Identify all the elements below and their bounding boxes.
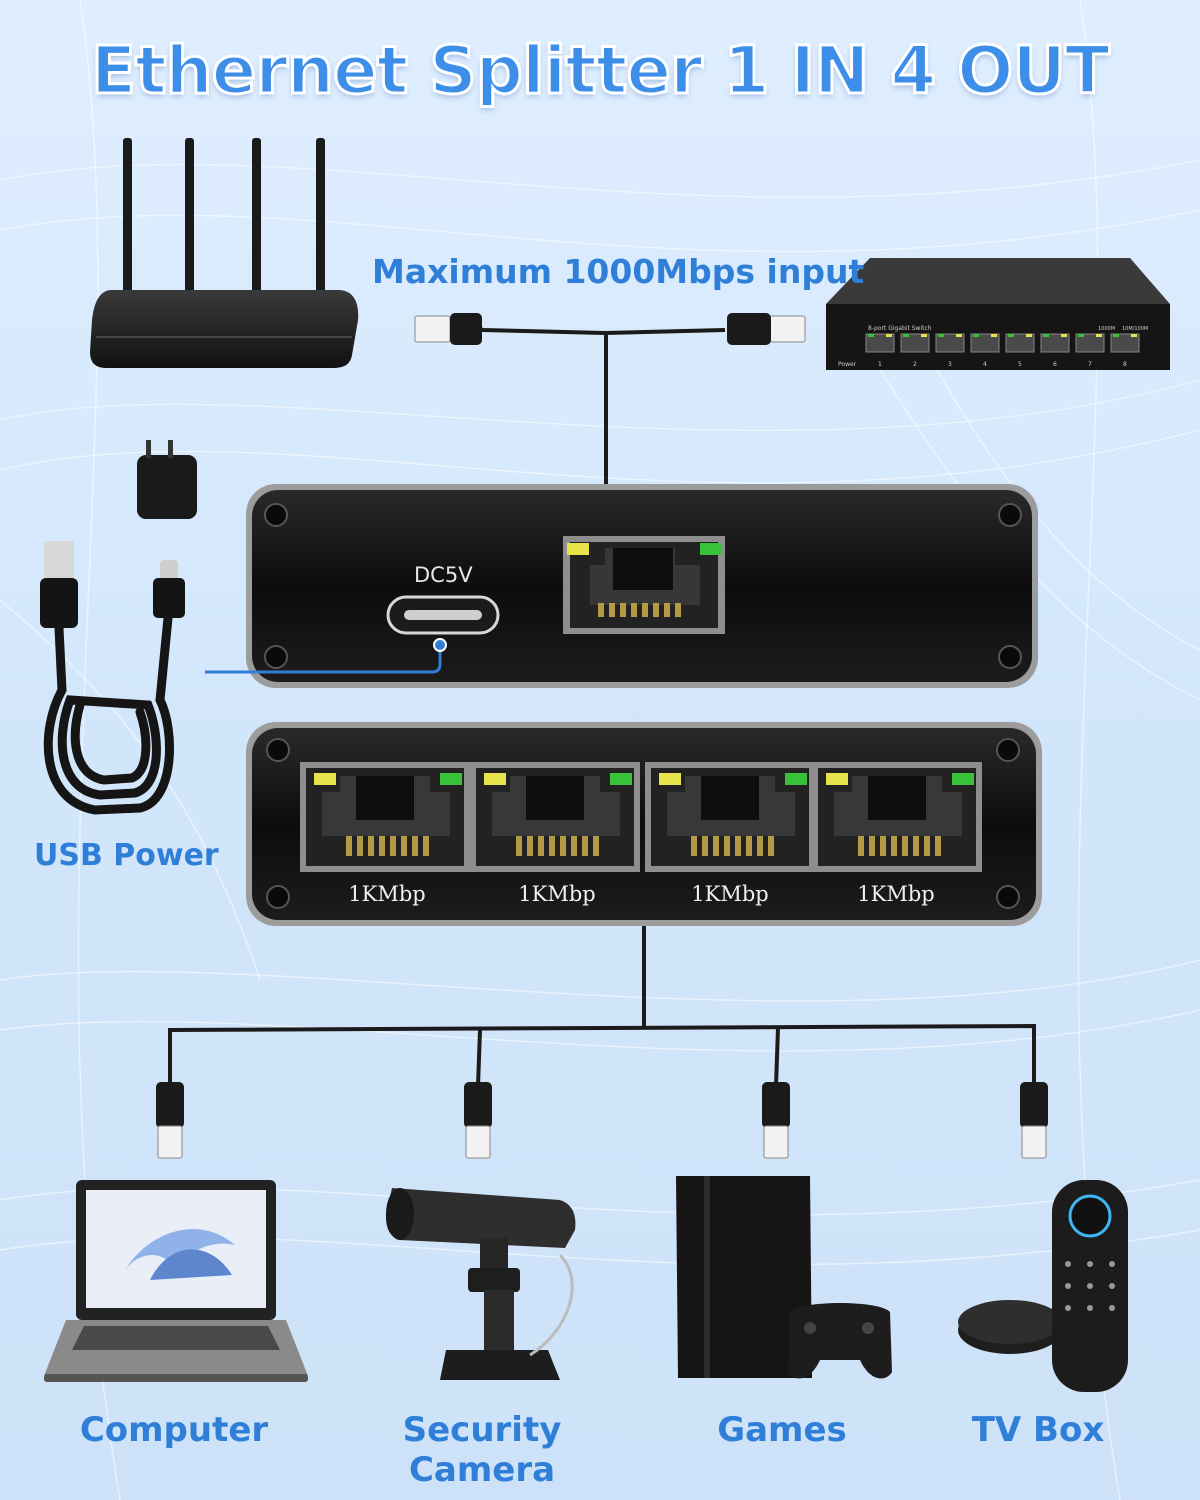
screw-icon [266,738,1020,909]
rj45-plug-icon [1020,1082,1048,1159]
page-title: Ethernet Splitter 1 IN 4 OUT [90,31,1112,111]
rj45-plug-right-icon [727,313,806,345]
switch-port-3: 3 [935,333,965,368]
input-speed-label: Maximum 1000Mbps input [372,252,865,291]
switch-port-number: 6 [1053,361,1057,368]
output-ethernet-port-2 [470,762,640,872]
switch-speed-100: 10M/100M [1122,326,1148,332]
rj45-plug-icon [464,1082,492,1159]
device-label-computer: Computer [79,1410,269,1450]
usb-c-port [386,595,500,635]
input-cable [478,326,726,484]
switch-header-text: 8-port Gigabit Switch [868,325,932,332]
switch-port-number: 3 [948,361,952,368]
switch-power-text: Power [838,361,857,368]
port-speed-label-4: 1KMbp [857,882,935,906]
security-camera-icon [385,1188,576,1380]
output-cables [168,926,1036,1087]
usb-power-label: USB Power [34,838,219,873]
switch-port-5: 5 [1005,333,1035,368]
output-ethernet-port-3 [645,762,815,872]
output-ethernet-port-4 [812,762,982,872]
switch-port-number: 7 [1088,361,1092,368]
switch-port-6: 6 [1040,333,1070,368]
switch-port-number: 1 [878,361,882,368]
device-label-games: Games [717,1410,847,1450]
switch-speed-1000: 1000M [1098,326,1115,332]
usb-cable-icon [40,541,185,815]
network-switch-icon: 8-port Gigabit Switch 1000M 10M/100M Pow… [826,258,1170,370]
rj45-plug-icon [762,1082,790,1159]
switch-port-4: 4 [970,333,1000,368]
router-icon [90,138,359,368]
switch-port-number: 8 [1123,361,1127,368]
switch-port-2: 2 [900,333,930,368]
laptop-icon [44,1180,308,1382]
output-ethernet-port-1 [300,762,470,872]
switch-port-8: 8 [1110,333,1140,368]
switch-port-1: 1 [865,333,895,368]
dc-voltage-label: DC5V [414,563,473,587]
power-adapter-icon [137,440,197,519]
splitter-input-panel [246,484,1038,688]
switch-port-number: 2 [913,361,917,368]
power-connector-line [205,638,447,674]
port-speed-label-2: 1KMbp [518,882,596,906]
switch-port-number: 4 [983,361,987,368]
screw-icon [264,503,1022,669]
game-console-icon [676,1176,892,1379]
tv-box-icon [958,1180,1128,1392]
input-ethernet-port [563,536,725,634]
port-speed-label-1: 1KMbp [348,882,426,906]
device-label-security-camera: Security Camera [402,1410,562,1490]
port-speed-label-3: 1KMbp [691,882,769,906]
splitter-output-panel [246,722,1042,926]
switch-port-number: 5 [1018,361,1022,368]
rj45-plug-icon [156,1082,184,1159]
device-label-tv-box: TV Box [971,1410,1105,1450]
rj45-plug-left-icon [414,313,482,345]
switch-port-7: 7 [1075,333,1105,368]
